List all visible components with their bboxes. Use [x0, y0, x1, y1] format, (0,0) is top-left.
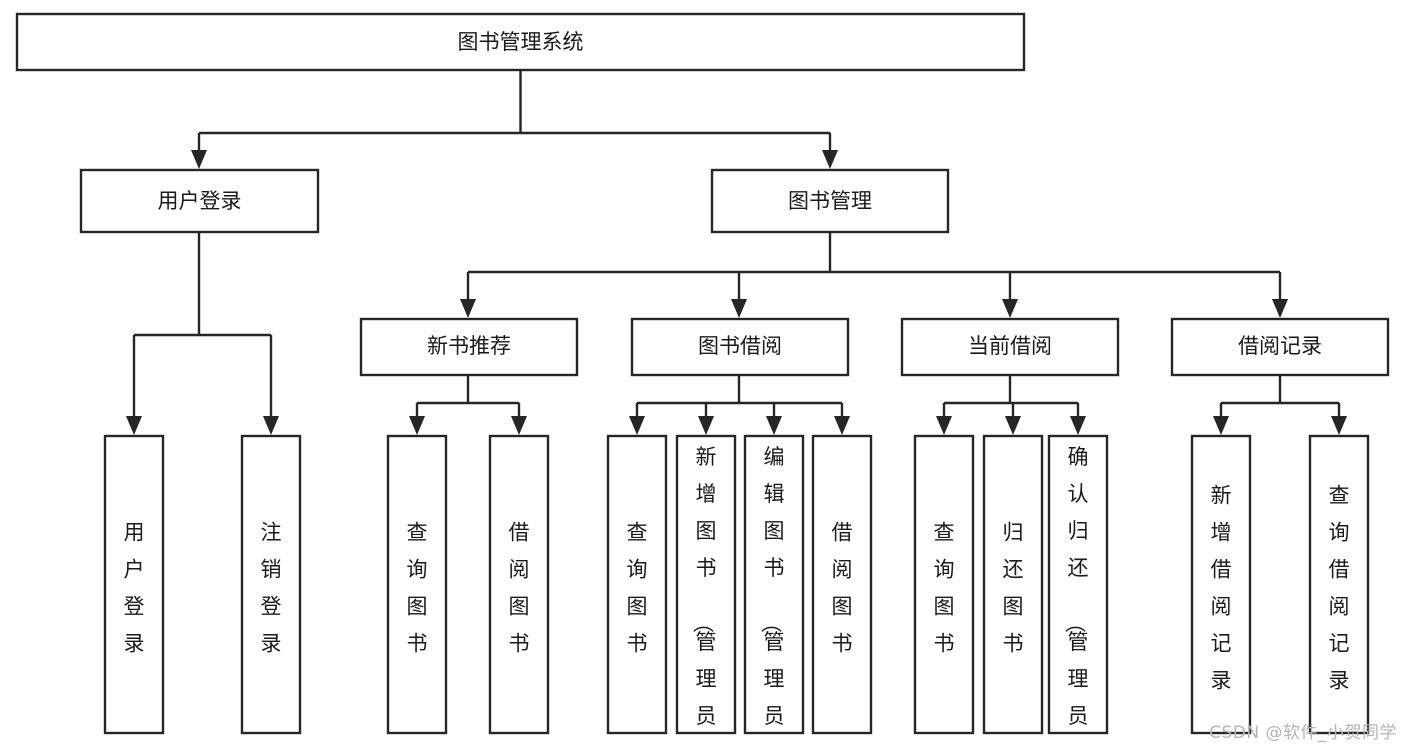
arrow-head-icon [460, 299, 476, 318]
arrow-head-icon [409, 416, 425, 435]
arrow-head-icon [1002, 299, 1018, 318]
node-borrow-record-box[interactable] [1170, 317, 1390, 377]
node-leaf-query-book-2-box[interactable] [606, 434, 668, 735]
arrow-head-icon [731, 299, 747, 318]
node-leaf-borrow-book-2-box[interactable] [811, 434, 873, 735]
edge-group-new-book-recommend [409, 375, 527, 435]
node-leaf-add-record-label: 新增借阅记录 [1211, 483, 1232, 692]
node-borrow-record[interactable]: 借阅记录 [1170, 317, 1390, 377]
node-leaf-query-record[interactable]: 查询借阅记录 [1308, 434, 1370, 735]
node-leaf-return-book-label: 归还图书 [1003, 520, 1024, 655]
node-book-manage-box[interactable] [710, 168, 950, 234]
node-leaf-query-book-3-label: 查询图书 [934, 520, 955, 655]
node-leaf-edit-book-box[interactable] [743, 434, 805, 735]
node-root-box[interactable] [15, 12, 1026, 72]
node-leaf-add-book[interactable]: 新增图书（管理员） [675, 434, 737, 747]
node-book-borrow-box[interactable] [630, 317, 850, 377]
node-leaf-return-book-box[interactable] [982, 434, 1044, 735]
node-leaf-confirm-return[interactable]: 确认归还（管理员） [1047, 434, 1109, 747]
edge-group-borrow-record [1213, 375, 1347, 435]
arrow-head-icon [1213, 416, 1229, 435]
node-current-borrow-label: 当前借阅 [968, 334, 1052, 358]
node-current-borrow[interactable]: 当前借阅 [900, 317, 1120, 377]
node-leaf-query-book-3-box[interactable] [913, 434, 975, 735]
arrow-head-icon [766, 416, 782, 435]
arrow-head-icon [1272, 299, 1288, 318]
arrow-head-icon [1005, 416, 1021, 435]
node-leaf-borrow-book-1-label: 借阅图书 [509, 520, 530, 655]
arrow-head-icon [126, 416, 142, 435]
node-leaf-edit-book[interactable]: 编辑图书（管理员） [743, 434, 805, 747]
node-leaf-query-book-1[interactable]: 查询图书 [386, 434, 448, 735]
arrow-head-icon [1070, 416, 1086, 435]
node-leaf-user-logout-box[interactable] [240, 434, 302, 735]
node-user-login-label: 用户登录 [158, 189, 242, 213]
edge-group-user-login [126, 232, 279, 435]
arrow-head-icon [822, 150, 838, 169]
node-leaf-add-record-box[interactable] [1190, 434, 1252, 735]
node-leaf-add-book-label: 新增图书（管理员） [691, 445, 717, 747]
node-leaf-query-book-3[interactable]: 查询图书 [913, 434, 975, 735]
node-leaf-return-book[interactable]: 归还图书 [982, 434, 1044, 735]
node-leaf-borrow-book-2[interactable]: 借阅图书 [811, 434, 873, 735]
node-book-borrow-label: 图书借阅 [698, 334, 782, 358]
node-user-login[interactable]: 用户登录 [79, 168, 320, 234]
arrow-head-icon [263, 416, 279, 435]
node-book-manage-label: 图书管理 [788, 189, 872, 213]
node-book-borrow[interactable]: 图书借阅 [630, 317, 850, 377]
arrow-head-icon [834, 416, 850, 435]
watermark: CSDN @软件_小贺同学 [1209, 723, 1397, 743]
node-leaf-confirm-return-box[interactable] [1047, 434, 1109, 735]
node-current-borrow-box[interactable] [900, 317, 1120, 377]
node-leaf-query-book-1-label: 查询图书 [407, 520, 428, 655]
arrow-head-icon [698, 416, 714, 435]
edge-group-book-borrow [629, 375, 850, 435]
edge-group-current-borrow [936, 375, 1086, 435]
arrow-head-icon [936, 416, 952, 435]
edge-group-root [191, 70, 838, 169]
arrow-head-icon [511, 416, 527, 435]
node-new-book-recommend-box[interactable] [359, 317, 579, 377]
node-leaf-user-login[interactable]: 用户登录 [103, 434, 165, 735]
node-leaf-user-login-box[interactable] [103, 434, 165, 735]
node-root-label: 图书管理系统 [458, 30, 584, 54]
node-borrow-record-label: 借阅记录 [1238, 334, 1322, 358]
node-leaf-query-record-label: 查询借阅记录 [1329, 483, 1350, 692]
node-leaf-query-book-1-box[interactable] [386, 434, 448, 735]
node-new-book-recommend[interactable]: 新书推荐 [359, 317, 579, 377]
node-leaf-borrow-book-2-label: 借阅图书 [832, 520, 853, 655]
node-leaf-query-record-box[interactable] [1308, 434, 1370, 735]
node-leaf-borrow-book-1[interactable]: 借阅图书 [488, 434, 550, 735]
edge-group-book-manage [460, 232, 1288, 318]
node-user-login-box[interactable] [79, 168, 320, 234]
node-leaf-user-logout[interactable]: 注销登录 [240, 434, 302, 735]
node-leaf-user-logout-label: 注销登录 [261, 520, 282, 655]
node-leaf-edit-book-label: 编辑图书（管理员） [759, 445, 785, 747]
node-leaf-query-book-2[interactable]: 查询图书 [606, 434, 668, 735]
node-leaf-borrow-book-1-box[interactable] [488, 434, 550, 735]
node-leaf-add-book-box[interactable] [675, 434, 737, 735]
node-book-manage[interactable]: 图书管理 [710, 168, 950, 234]
node-leaf-confirm-return-label: 确认归还（管理员） [1063, 445, 1089, 747]
arrow-head-icon [1331, 416, 1347, 435]
node-new-book-recommend-label: 新书推荐 [427, 334, 511, 358]
arrow-head-icon [629, 416, 645, 435]
node-leaf-add-record[interactable]: 新增借阅记录 [1190, 434, 1252, 735]
node-leaf-query-book-2-label: 查询图书 [627, 520, 648, 655]
node-root[interactable]: 图书管理系统 [15, 12, 1026, 72]
arrow-head-icon [191, 150, 207, 169]
node-leaf-user-login-label: 用户登录 [124, 520, 145, 655]
